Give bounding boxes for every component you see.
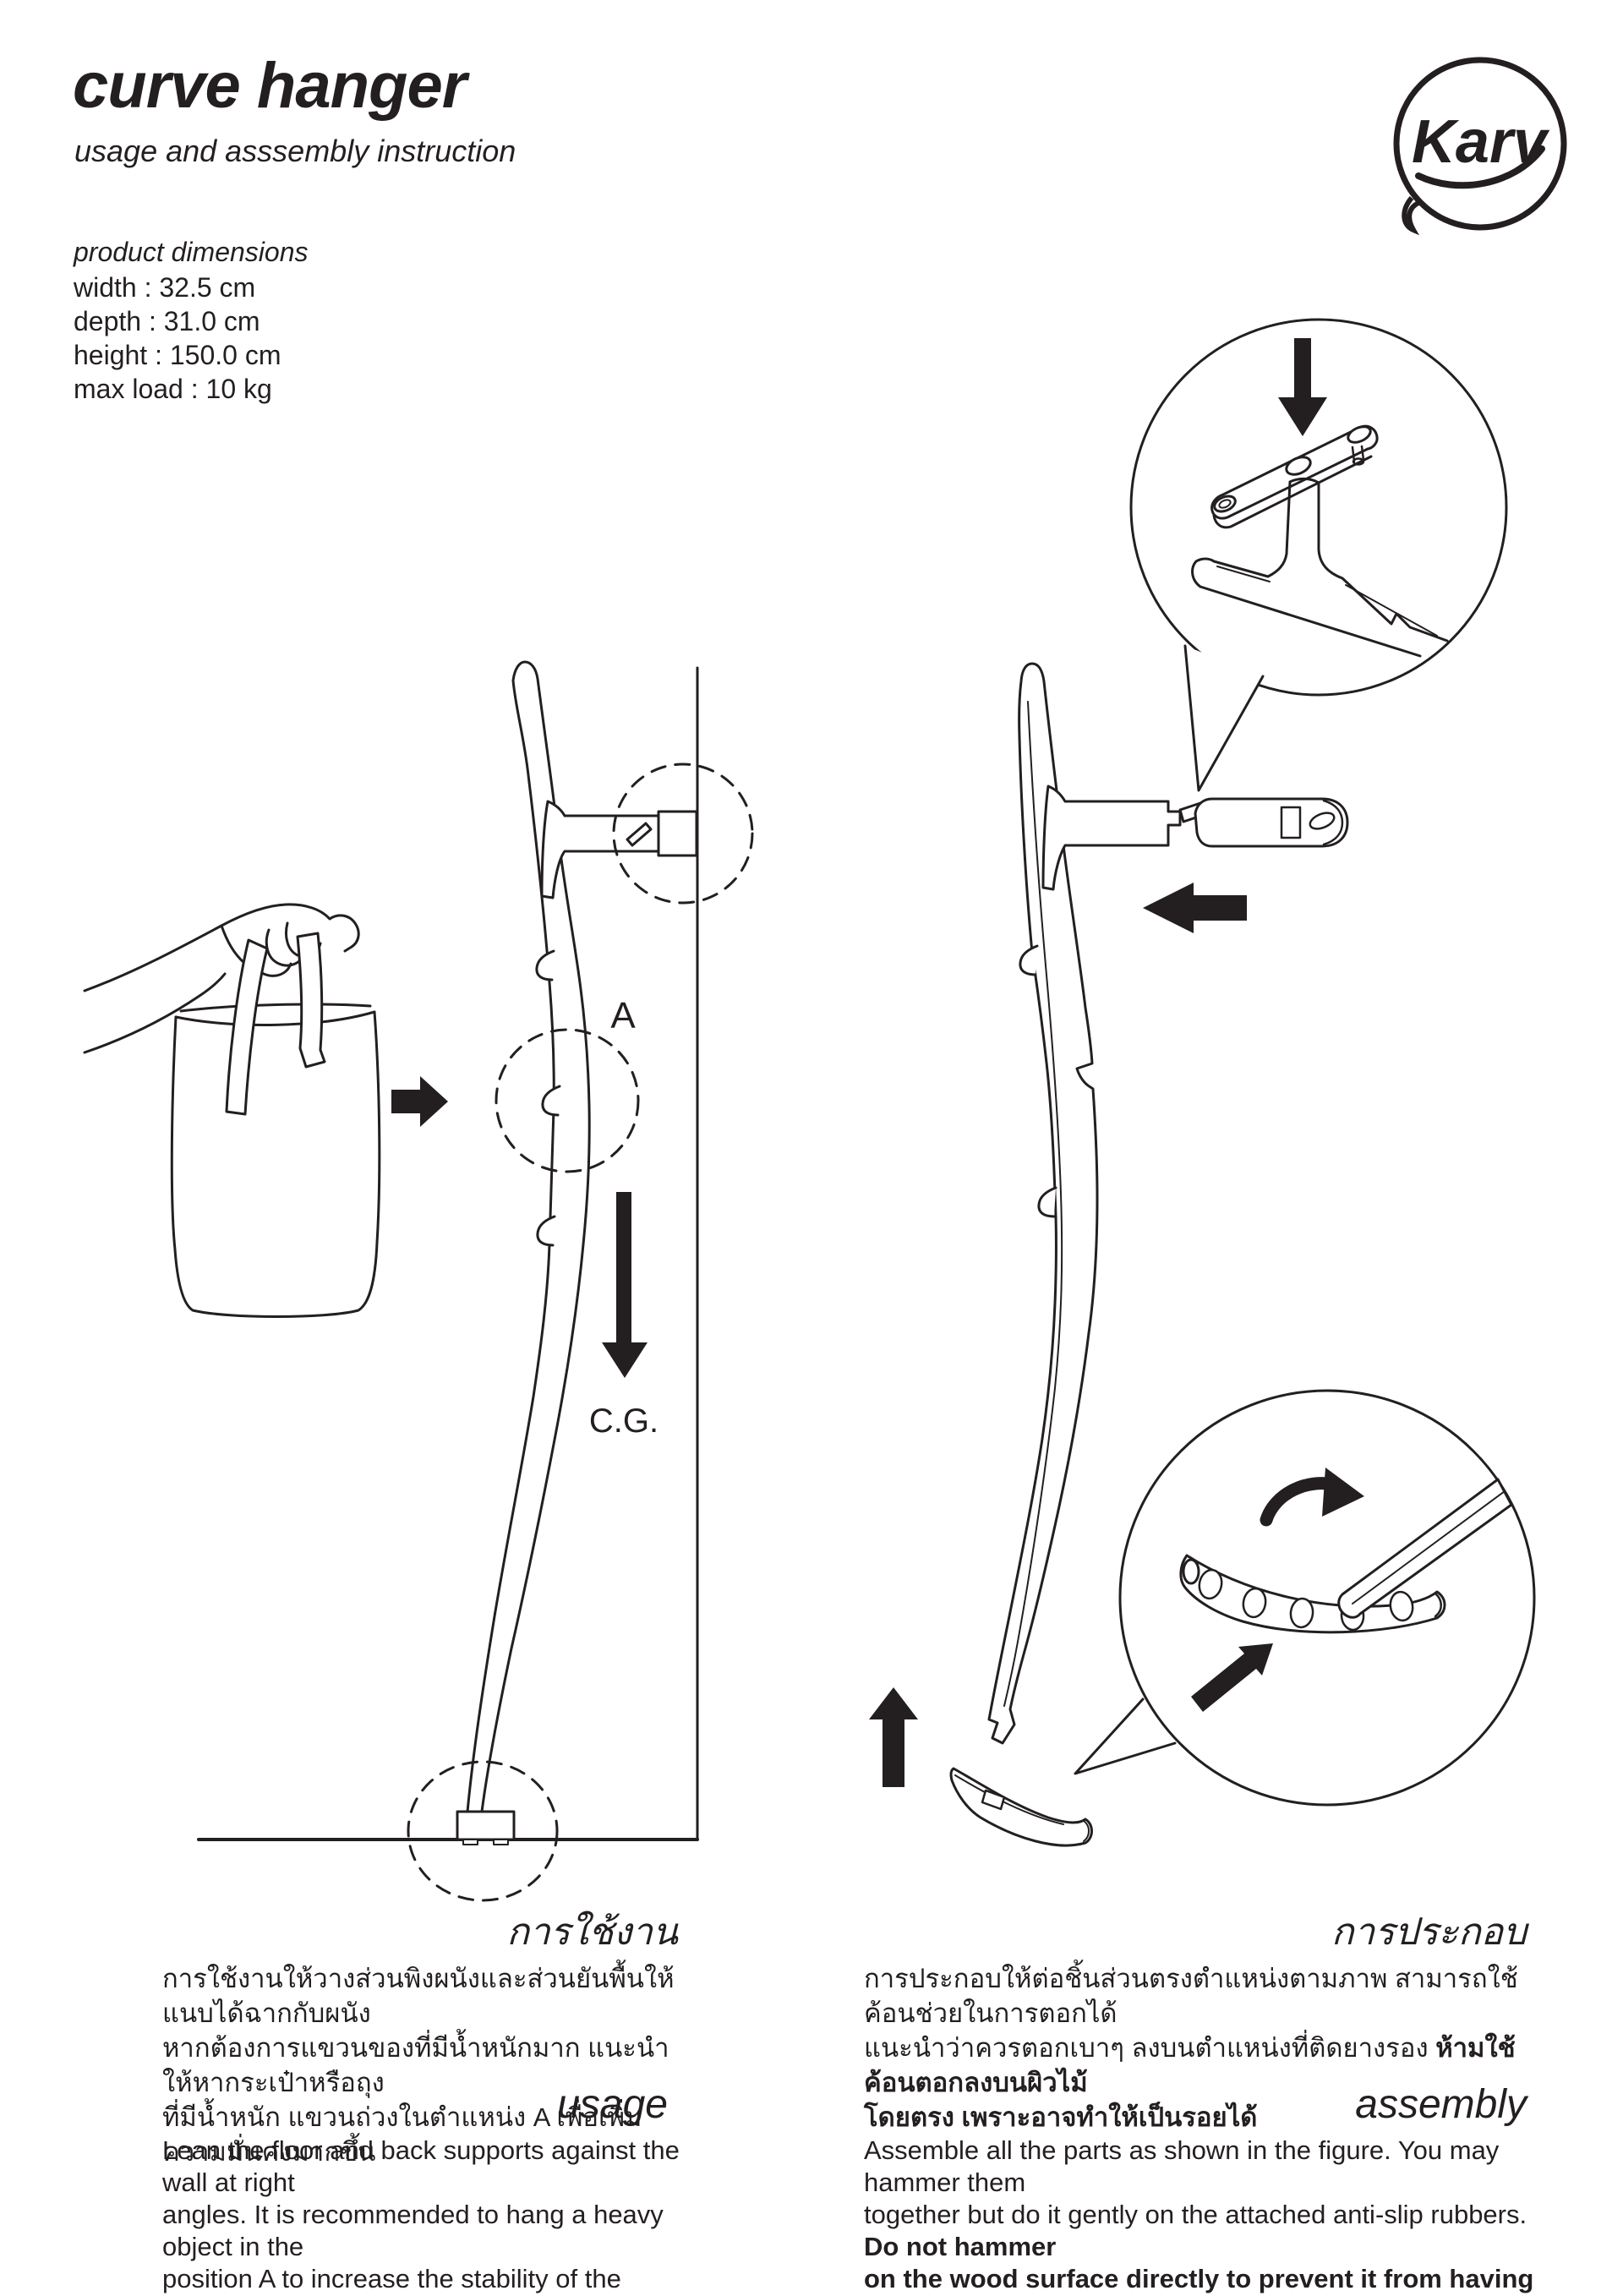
usage-en-line: position A to increase the stability of … <box>162 2264 621 2293</box>
bag-strap-left <box>225 938 269 1116</box>
page-subtitle: usage and asssembly instruction <box>74 134 516 168</box>
arm-piece-3d-line <box>1322 799 1344 846</box>
logo-tail-icon <box>1402 196 1420 236</box>
arm-peg-detail <box>626 822 653 847</box>
detail-top-contents <box>1191 338 1449 658</box>
arm-piece-mortise-hole <box>1280 806 1302 839</box>
assembly-en-line2-bold: Do not hammer <box>864 2232 1057 2261</box>
assembly-diagram <box>869 318 1536 1847</box>
bag-strap-right <box>296 932 326 1069</box>
foot-bar-end-cap <box>1182 1558 1200 1585</box>
usage-en-line: Lean the floor and back supports against… <box>162 2135 680 2197</box>
assembly-en-line2-normal: together but do it gently on the attache… <box>864 2200 1527 2229</box>
lift-up-arrow-icon <box>869 1687 918 1787</box>
pole-hook-notch <box>536 1215 556 1247</box>
foot-rubber-pad <box>462 1839 478 1845</box>
detail-bubble-bottom-circle <box>1118 1389 1536 1807</box>
press-down-arrow-icon <box>1278 338 1327 436</box>
assembly-th-line2-normal: แนะนำว่าควรตอกเบาๆ ลงบนตำแหน่งที่ติดยางร… <box>864 2033 1436 2063</box>
assembly-th-line2: แนะนำว่าควรตอกเบาๆ ลงบนตำแหน่งที่ติดยางร… <box>864 2031 1540 2100</box>
usage-en-line: angles. It is recommended to hang a heav… <box>162 2200 664 2261</box>
hanger-pole-side <box>466 660 591 1813</box>
floor-contact-highlight-circle <box>407 1760 559 1902</box>
forearm-line <box>83 972 227 1054</box>
usage-paragraph-english: Lean the floor and back supports against… <box>162 2135 703 2296</box>
pole-top-stem <box>1191 477 1449 658</box>
dimension-depth: depth : 31.0 cm <box>74 306 260 336</box>
dimension-height: height : 150.0 cm <box>74 340 281 370</box>
arm-piece-part <box>1194 797 1349 848</box>
logo-swash-icon <box>1415 145 1545 189</box>
foot-part-3d-line <box>954 1774 1064 1825</box>
hook-a-highlight-circle <box>495 1028 640 1173</box>
wall-contact-highlight-circle <box>612 763 754 905</box>
logo-brand-text: Karv <box>1412 108 1550 176</box>
pole-end-3d-line <box>1352 1490 1506 1604</box>
dimensions-heading: product dimensions <box>74 237 309 267</box>
hanger-pole-main <box>987 662 1099 1745</box>
assembly-en-line1: Assemble all the parts as shown in the f… <box>864 2135 1500 2197</box>
bag-rim-front <box>174 1010 376 1027</box>
hand-holding-bag-illustration <box>83 903 381 1318</box>
usage-paragraph-thai: การใช้งานให้วางส่วนพิงผนังและส่วนยันพื้น… <box>162 1961 703 2169</box>
bag-rim-back <box>179 1003 372 1013</box>
dowel-peg-rim <box>1218 499 1232 509</box>
arm-tenon-joint <box>1041 784 1182 891</box>
rotate-arrow-head <box>1322 1468 1364 1517</box>
bag-body <box>170 1010 381 1318</box>
gravity-arrow-icon <box>602 1192 648 1378</box>
pole-hook-notch-a <box>541 1085 561 1117</box>
insert-arm-arrow-icon <box>1143 883 1247 933</box>
usage-diagram: A C.G. <box>83 660 754 1902</box>
usage-th-line: หากต้องการแขวนของที่มีน้ำหนักมาก แนะนำให… <box>162 2033 669 2097</box>
label-position-a: A <box>610 995 636 1036</box>
usage-heading-english: usage <box>557 2082 668 2127</box>
dowel-peg <box>1285 456 1312 476</box>
foot-part-mortise-hole <box>981 1789 1006 1811</box>
assembly-th-line1: การประกอบให้ต่อชิ้นส่วนตรงตำแหน่งตามภาพ … <box>864 1964 1518 2028</box>
detail-bubble-top-tail <box>1183 644 1265 792</box>
foot-part-loose <box>949 1767 1093 1847</box>
assembly-heading-thai: การประกอบ <box>1331 1911 1527 1953</box>
product-dimensions: product dimensions width : 32.5 cm depth… <box>74 235 308 406</box>
assembly-heading-english: assembly <box>1355 2082 1527 2127</box>
pole-hook-notch <box>1037 1186 1057 1218</box>
attach-foot-arrow-icon <box>1191 1643 1273 1712</box>
hanger-foot <box>456 1810 516 1841</box>
logo-circle-icon <box>1393 57 1567 231</box>
page-title: curve hanger <box>73 50 467 122</box>
palm-line <box>220 924 247 965</box>
usage-heading-thai: การใช้งาน <box>506 1911 678 1953</box>
foot-bar-end-3d <box>1434 1592 1442 1618</box>
crossbar-thickness-line <box>1212 455 1373 529</box>
usage-th-line: การใช้งานให้วางส่วนพิงผนังและส่วนยันพื้น… <box>162 1964 675 2028</box>
hang-direction-arrow-icon <box>391 1076 448 1127</box>
assembly-paragraph-thai: การประกอบให้ต่อชิ้นส่วนตรงตำแหน่งตามภาพ … <box>864 1961 1540 2135</box>
pole-top-ridge-lines <box>1216 566 1438 637</box>
foot-rubber-pad <box>493 1839 509 1845</box>
assembly-th-line3-bold: โดยตรง เพราะอาจทำให้เป็นรอยได้ <box>864 2102 1258 2132</box>
assembly-paragraph-english: Assemble all the parts as shown in the f… <box>864 2135 1540 2296</box>
assembly-en-line2: together but do it gently on the attache… <box>864 2199 1540 2263</box>
detail-bottom-contents <box>1179 1468 1513 1712</box>
pole-hook-notch <box>1019 944 1039 976</box>
usage-th-line: ที่มีน้ำหนัก แขวนถ่วงในตำแหน่ง A เพื่อเพ… <box>162 2102 642 2167</box>
foot-part-end-3d <box>1083 1820 1090 1842</box>
assembly-th-line2-bold: ห้ามใช้ค้อนตอกลงบนผิวไม้ <box>864 2033 1516 2097</box>
label-center-of-gravity: C.G. <box>589 1402 658 1440</box>
dimension-width: width : 32.5 cm <box>74 272 256 303</box>
arm-piece-oval-hole <box>1309 812 1336 830</box>
assembly-en-line3-bold: on the wood surface directly to prevent … <box>864 2264 1534 2293</box>
hand-outline <box>83 903 360 992</box>
pole-edge-3d-line <box>1003 701 1063 1707</box>
detail-bubble-bottom-tail <box>1074 1697 1177 1775</box>
dowel-under-peg-tip <box>1352 457 1365 466</box>
dimension-maxload: max load : 10 kg <box>74 374 272 404</box>
brand-logo: Karv <box>1393 57 1567 236</box>
dowel-peg <box>1347 425 1372 444</box>
pole-hook-notch <box>535 949 555 981</box>
